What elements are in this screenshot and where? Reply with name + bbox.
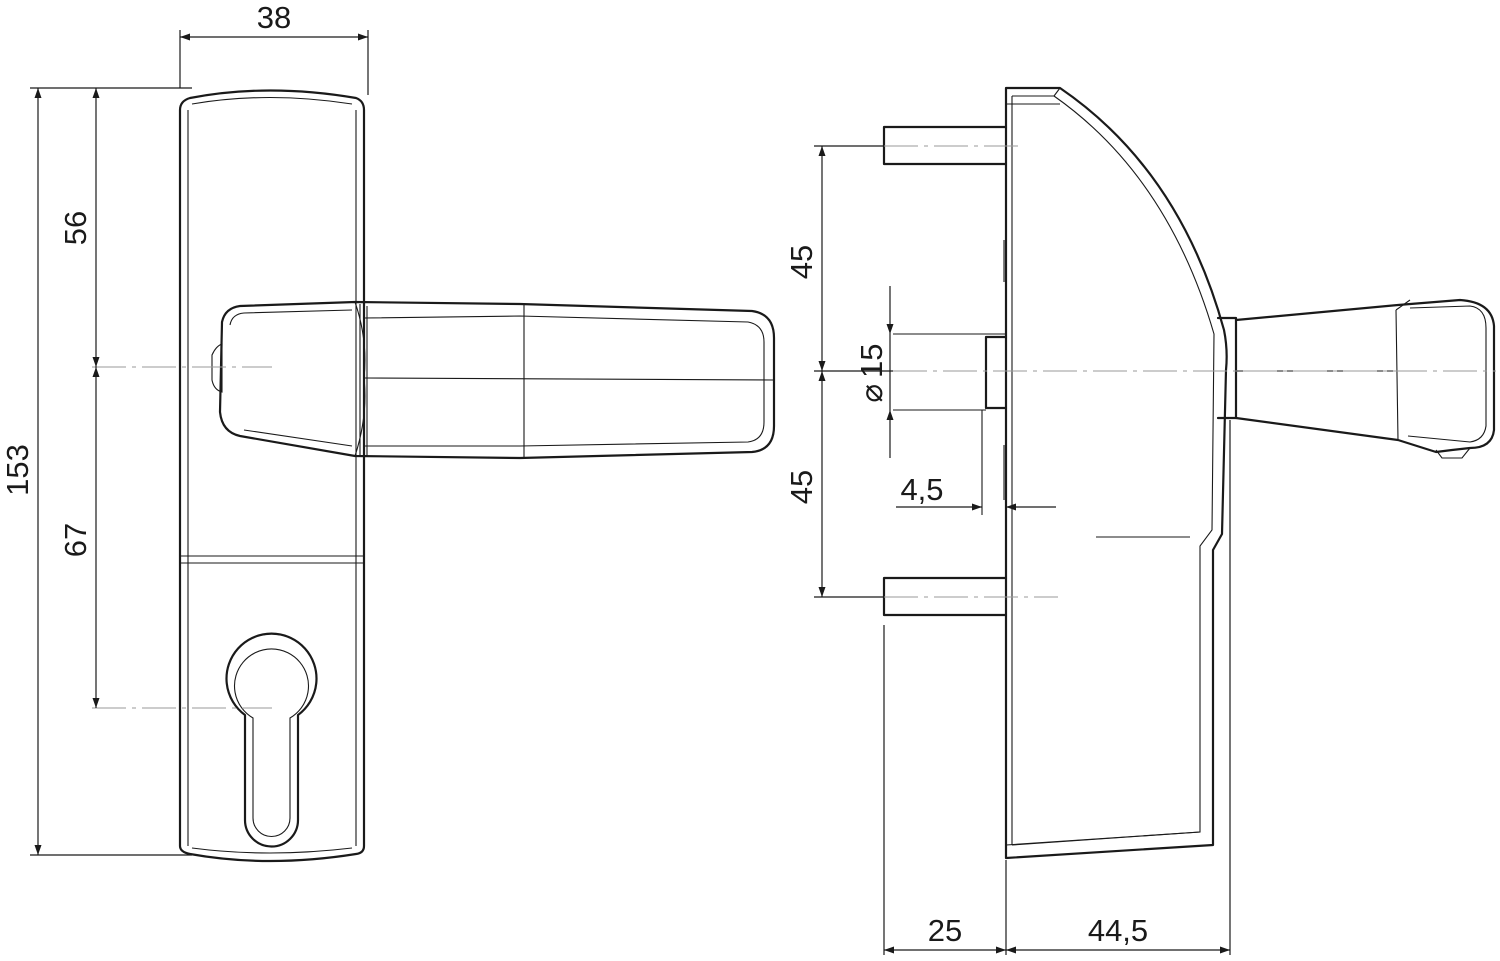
dimension-spindle-offset: 4,5 bbox=[896, 472, 1056, 511]
dimension-label-25: 25 bbox=[928, 913, 962, 948]
front-view: 38 153 56 67 bbox=[0, 0, 776, 863]
lever-handle bbox=[211, 300, 776, 460]
dimension-label-153: 153 bbox=[0, 444, 35, 496]
cylinder-hole bbox=[225, 632, 318, 848]
lever-handle-side bbox=[1216, 298, 1496, 459]
side-view: 45 45 ⌀ 15 4,5 25 bbox=[784, 86, 1496, 955]
dimension-label-4-5: 4,5 bbox=[900, 472, 943, 507]
dimension-top-to-spindle: 56 bbox=[58, 88, 100, 367]
back-plate bbox=[178, 89, 366, 863]
dimension-screw-depth: 25 bbox=[884, 913, 1006, 954]
dimension-label-45-bottom: 45 bbox=[784, 470, 819, 504]
dimension-plate-width: 38 bbox=[180, 0, 368, 41]
dimension-label-38: 38 bbox=[257, 0, 291, 35]
spindle bbox=[893, 333, 1008, 515]
dimension-spindle-to-cylinder: 67 bbox=[58, 367, 100, 708]
dimension-label-45-top: 45 bbox=[784, 245, 819, 279]
diameter-symbol: ⌀ bbox=[854, 384, 889, 403]
dimension-label-56: 56 bbox=[58, 211, 93, 245]
dimension-handle-depth: 44,5 bbox=[1006, 913, 1230, 954]
dimension-total-height: 153 bbox=[0, 88, 42, 855]
dimension-label-15: 15 bbox=[854, 344, 889, 378]
plate-side-profile bbox=[1003, 86, 1228, 860]
top-stud bbox=[882, 125, 1024, 166]
dimension-label-44-5: 44,5 bbox=[1088, 913, 1148, 948]
dimension-spindle-diameter: ⌀ 15 bbox=[854, 286, 894, 458]
dimension-label-67: 67 bbox=[58, 523, 93, 557]
bottom-stud bbox=[882, 576, 1058, 617]
dimension-screw-top: 45 bbox=[784, 146, 826, 371]
dimension-screw-bottom: 45 bbox=[784, 371, 826, 597]
